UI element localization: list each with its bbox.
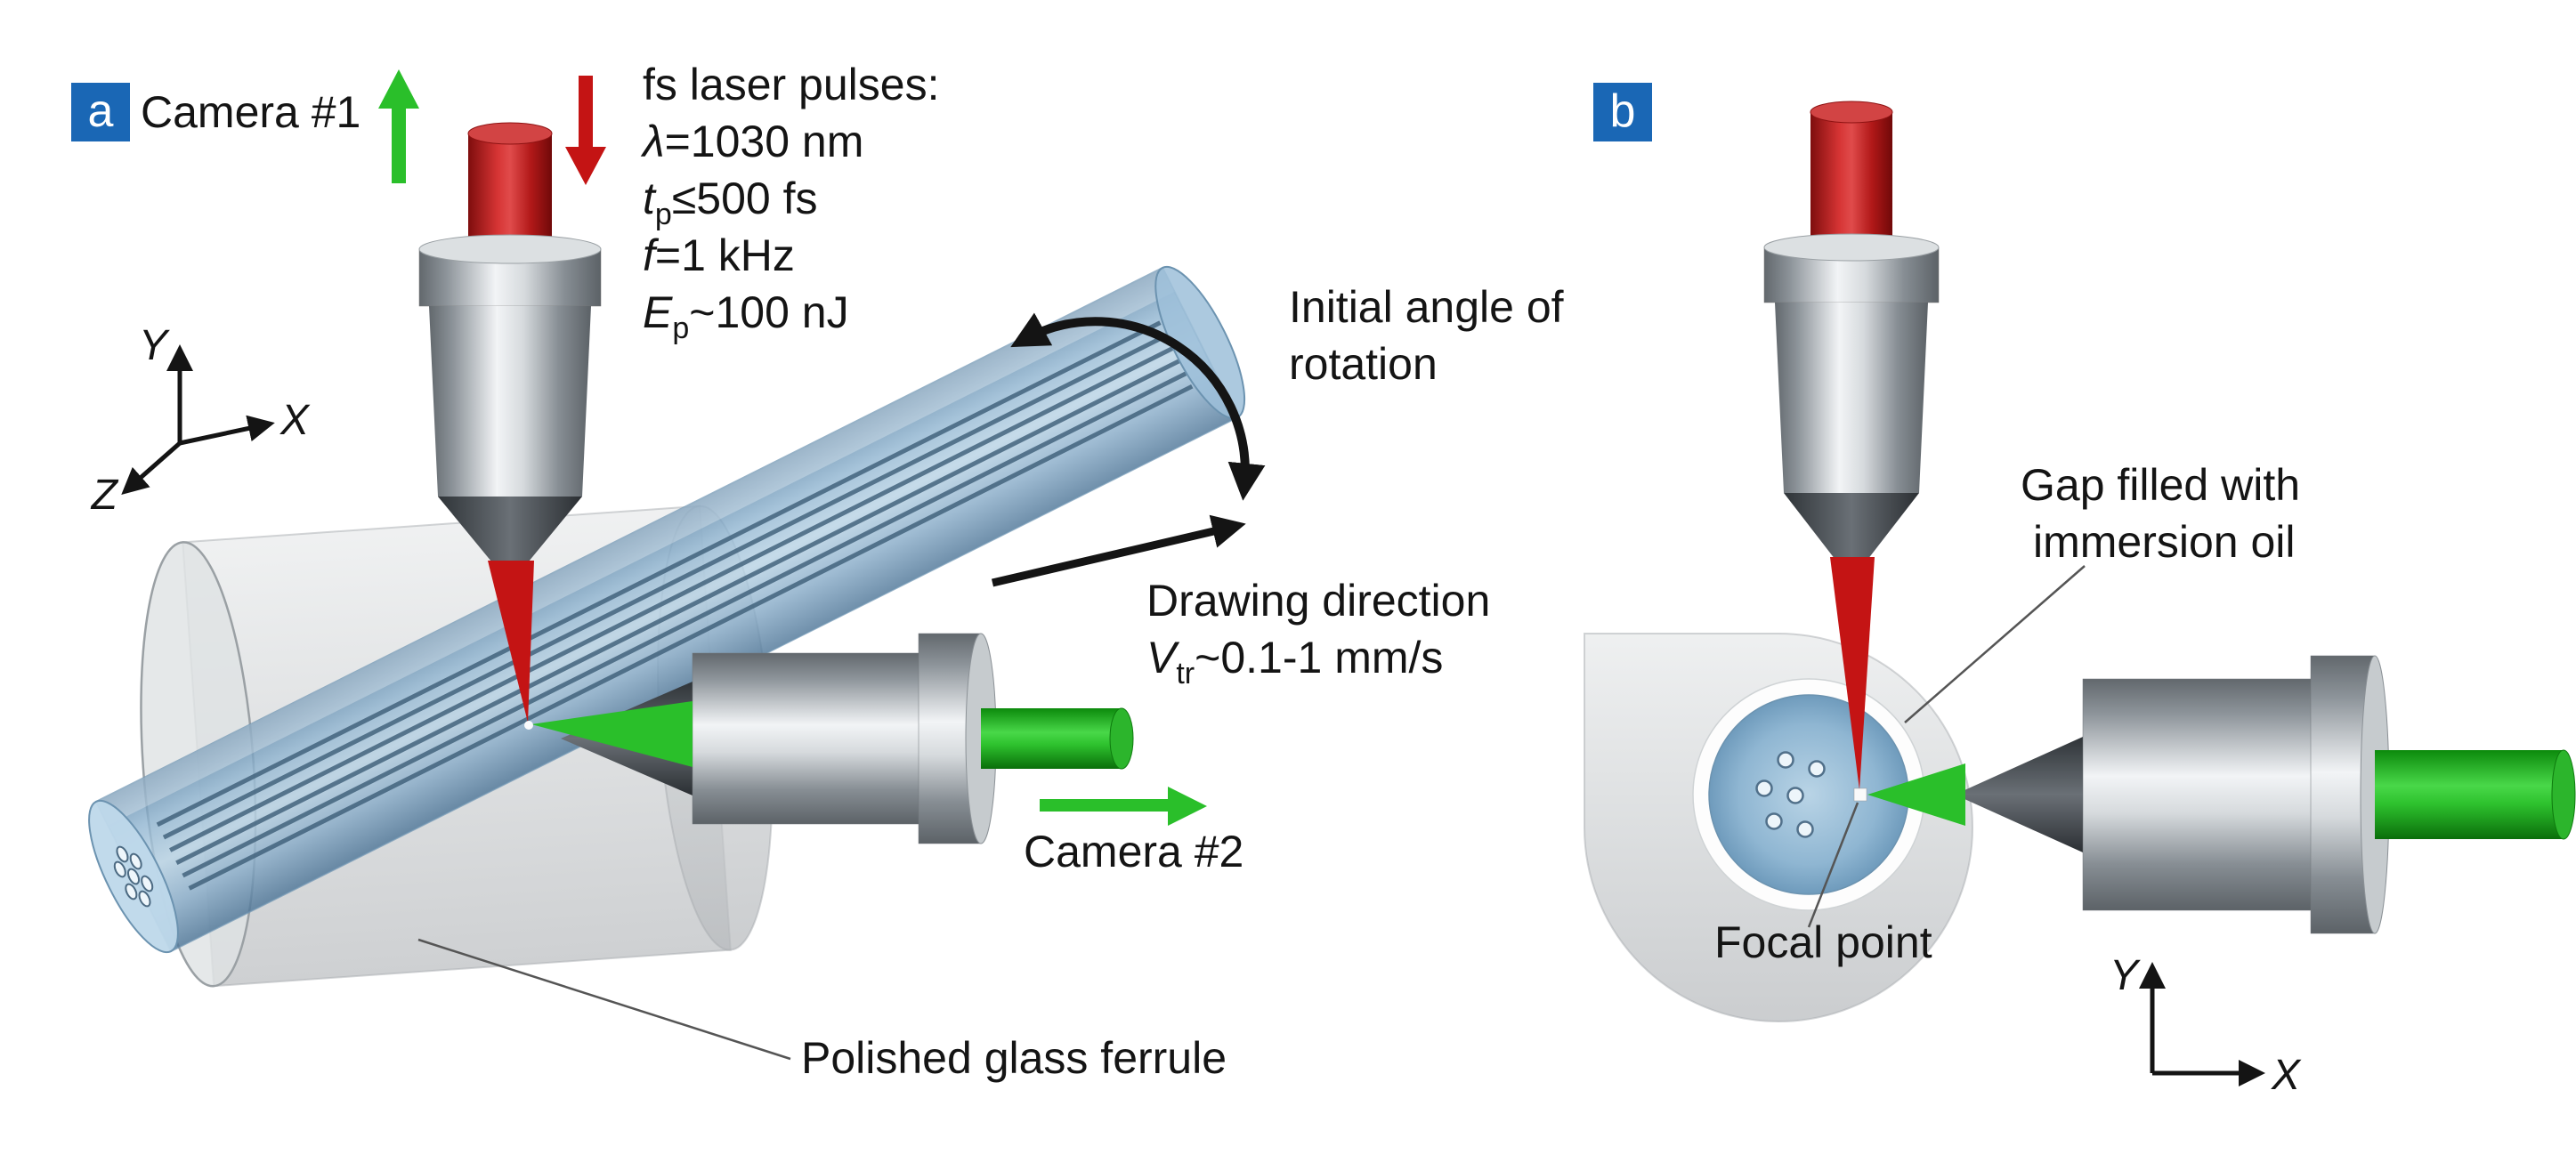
optical-fiber [88, 265, 1246, 954]
objective-1 [418, 122, 602, 577]
ferrule-leader-line [417, 938, 791, 1061]
objective-b-cap-top [1763, 233, 1940, 262]
axes-b: Y X [2110, 952, 2302, 1099]
axis-y-label-a: Y [139, 322, 170, 369]
axis-y-label-b: Y [2110, 952, 2141, 999]
objective-b-vertical [1763, 101, 1940, 571]
panel-b-badge [1593, 83, 1652, 141]
drawing-direction-label: Drawing direction [1146, 576, 1490, 626]
drawing-direction-arrow [991, 514, 1246, 587]
fiber-highlight [95, 267, 1175, 826]
focal-point-marker [1853, 787, 1867, 802]
red-laser-rod-b-top [1810, 101, 1893, 124]
laser-param-wavelength: λ=1030 nm [640, 117, 863, 166]
gap-label-line1: Gap filled with [2021, 460, 2300, 510]
camera1-label: Camera #1 [141, 87, 360, 137]
axis-z-label-a: Z [91, 472, 119, 519]
laser-params-title: fs laser pulses: [643, 60, 939, 109]
rotation-label-line2: rotation [1289, 339, 1438, 389]
green-illumination-rod-b [2375, 750, 2564, 839]
axes-a: Y X Z [91, 322, 311, 519]
fiber-cross-holes [1755, 751, 1826, 838]
axis-x-label-b: X [2271, 1052, 2302, 1099]
objective-b-body [1775, 303, 1928, 493]
gap-label-line2: immersion oil [2033, 517, 2296, 567]
focused-red-beam-b [1830, 557, 1875, 790]
red-laser-rod [468, 133, 552, 251]
panel-a: Polished glass ferrule a Camera #1 fs la… [71, 60, 1564, 1083]
panel-a-badge [71, 83, 130, 141]
objective-1-cap-top [418, 234, 602, 264]
camera1-direction-arrow [378, 69, 419, 183]
fiber-holes [113, 845, 154, 908]
red-laser-rod-top [467, 122, 553, 145]
green-beam-b [1867, 763, 1965, 826]
panel-a-letter: a [88, 85, 114, 137]
focal-leader-line [1807, 802, 1859, 928]
drawing-speed-label: Vtr~0.1-1 mm/s [1146, 633, 1443, 690]
camera2-label: Camera #2 [1024, 827, 1243, 876]
laser-param-pulse-duration: tp≤500 fs [643, 174, 817, 231]
laser-param-pulse-energy: Ep~100 nJ [643, 287, 849, 345]
objective-1-body [429, 306, 591, 497]
green-beam [531, 701, 693, 767]
axis-x-arrow-a [179, 415, 275, 446]
objective-b-horizontal [1955, 655, 2576, 934]
objective-b2-tip-cone [1955, 737, 2083, 852]
objective-2-body [692, 652, 959, 825]
green-illumination-rod [981, 708, 1122, 769]
rotation-label-line1: Initial angle of [1289, 282, 1564, 332]
focused-red-beam [488, 561, 534, 723]
green-illumination-rod-b-cap [2551, 749, 2576, 840]
objective-b2-body [2082, 678, 2340, 911]
red-laser-rod-b [1810, 112, 1892, 247]
objective-1-tip-cone [438, 497, 582, 577]
rotation-arrow [1010, 312, 1266, 501]
panel-b: b Gap filled with immersion oil Focal po… [1584, 83, 2576, 1099]
laser-beam-arrow [565, 76, 606, 185]
green-illumination-rod-cap [1109, 707, 1134, 770]
gap-leader-line [1904, 565, 2086, 723]
panel-b-letter: b [1610, 85, 1636, 137]
objective-2 [561, 633, 1134, 844]
ferrule-label: Polished glass ferrule [801, 1033, 1227, 1083]
axis-z-arrow-a [121, 441, 182, 495]
focal-point-label: Focal point [1714, 917, 1932, 967]
focal-point-dot [524, 721, 533, 730]
camera2-direction-arrow [1040, 787, 1207, 826]
axis-x-label-a: X [279, 397, 311, 444]
laser-param-rep-rate: f=1 kHz [643, 230, 795, 280]
objective-b-tip-cone [1784, 493, 1919, 571]
